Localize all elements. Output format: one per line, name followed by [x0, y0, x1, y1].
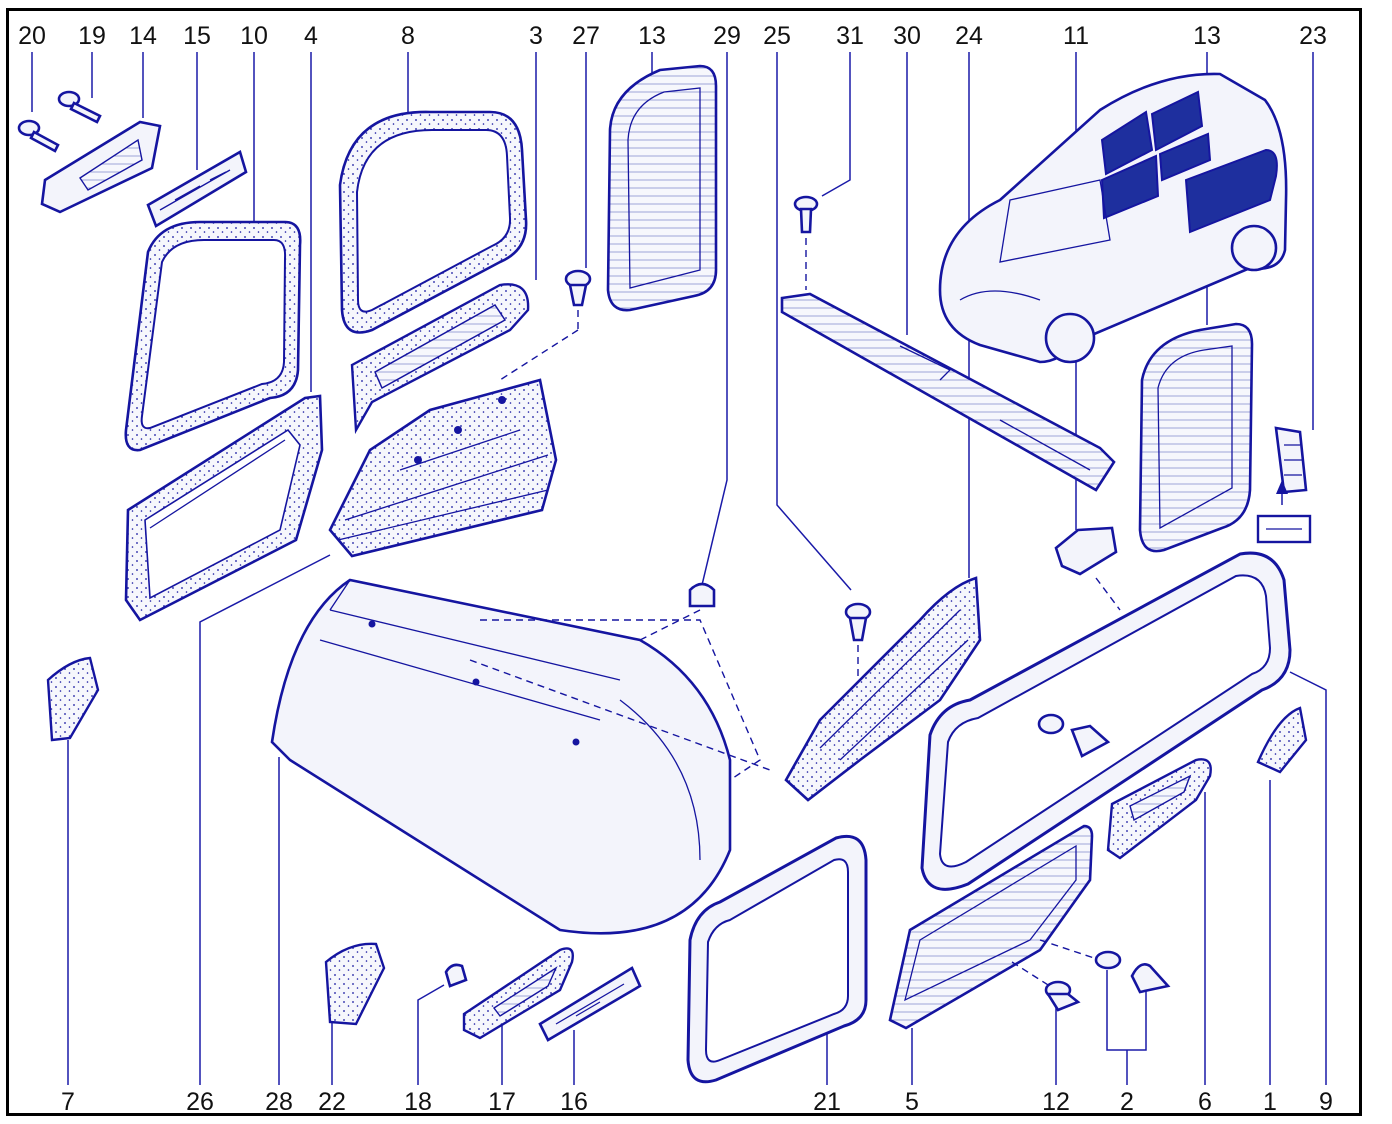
callout-15: 15: [183, 22, 211, 50]
callout-17: 17: [488, 1088, 516, 1116]
wheel-arch-trim-26: [328, 378, 558, 558]
callout-3: 3: [529, 22, 543, 50]
callout-18: 18: [404, 1088, 432, 1116]
callout-2: 2: [1120, 1088, 1134, 1116]
handle-trim-6: [1106, 758, 1212, 860]
screw-19-icon: [57, 90, 102, 124]
callout-29: 29: [713, 22, 741, 50]
callouts-bottom: 7 26 28 22 18 17 16 21 5 12 2 6 1 9: [61, 1088, 1333, 1116]
arrow-23-icon: [1276, 480, 1288, 505]
callout-28: 28: [265, 1088, 293, 1116]
callout-10: 10: [240, 22, 268, 50]
callout-11: 11: [1063, 22, 1089, 50]
push-pin-12-icon: [1044, 980, 1081, 1012]
callout-30: 30: [893, 22, 921, 50]
callout-22: 22: [318, 1088, 346, 1116]
callout-5: 5: [905, 1088, 919, 1116]
callout-9: 9: [1319, 1088, 1333, 1116]
vent-grille-13a: [606, 64, 718, 312]
callouts-top: 20 19 14 15 10 4 8 3 27 13 29 25 31 30 2…: [18, 22, 1327, 50]
vehicle-illustration: [938, 72, 1288, 364]
screw-31-icon: [793, 195, 819, 290]
catch-11: [1054, 526, 1121, 611]
callout-20: 20: [18, 22, 46, 50]
clip-strip-23: [1274, 426, 1308, 494]
callout-27: 27: [572, 22, 600, 50]
cover-22: [324, 942, 386, 1026]
callout-13a: 13: [638, 22, 666, 50]
handle-trim-17: [462, 947, 574, 1040]
callout-14: 14: [129, 22, 157, 50]
wheel-arch-cover-28: [270, 578, 771, 935]
callout-19: 19: [78, 22, 106, 50]
callout-24: 24: [955, 22, 983, 50]
callout-1: 1: [1263, 1088, 1277, 1116]
window-seal-8: [338, 110, 528, 334]
clip-27-icon: [499, 269, 592, 381]
callout-23: 23: [1299, 22, 1327, 50]
quarter-trim-24: [784, 576, 982, 802]
callout-31: 31: [836, 22, 864, 50]
callout-7: 7: [61, 1088, 75, 1116]
cap-18-icon: [444, 963, 468, 988]
callout-6: 6: [1198, 1088, 1212, 1116]
clip-25-icon: [844, 602, 872, 690]
diagram-frame: [6, 8, 1362, 1116]
callout-13b: 13: [1193, 22, 1221, 50]
push-pin-2a-icon: [1094, 950, 1122, 970]
push-pin-upper-icon: [1037, 713, 1111, 758]
sill-plate-30: [780, 292, 1116, 492]
vent-grille-13b: [1138, 322, 1254, 553]
screw-20-icon: [17, 119, 60, 153]
callout-12: 12: [1042, 1088, 1070, 1116]
handle-trim-14: [40, 120, 162, 214]
callout-26: 26: [186, 1088, 214, 1116]
push-pin-2b-icon: [1130, 963, 1171, 994]
trim-strip-3: [350, 283, 530, 435]
window-seal-10: [124, 220, 302, 452]
cover-1: [1256, 706, 1308, 774]
adhesive-patch-23: [1256, 514, 1312, 544]
callout-16: 16: [560, 1088, 588, 1116]
callout-8: 8: [401, 22, 415, 50]
callout-25: 25: [763, 22, 791, 50]
window-seal-9: [920, 551, 1292, 891]
bracket-15: [146, 150, 248, 228]
corner-piece-7: [46, 656, 100, 742]
window-seal-21: [686, 834, 868, 1084]
callout-21: 21: [813, 1088, 841, 1116]
door-panel-5: [888, 824, 1101, 1030]
callout-4: 4: [304, 22, 318, 50]
door-panel-4: [124, 394, 324, 622]
bracket-16: [538, 966, 642, 1042]
